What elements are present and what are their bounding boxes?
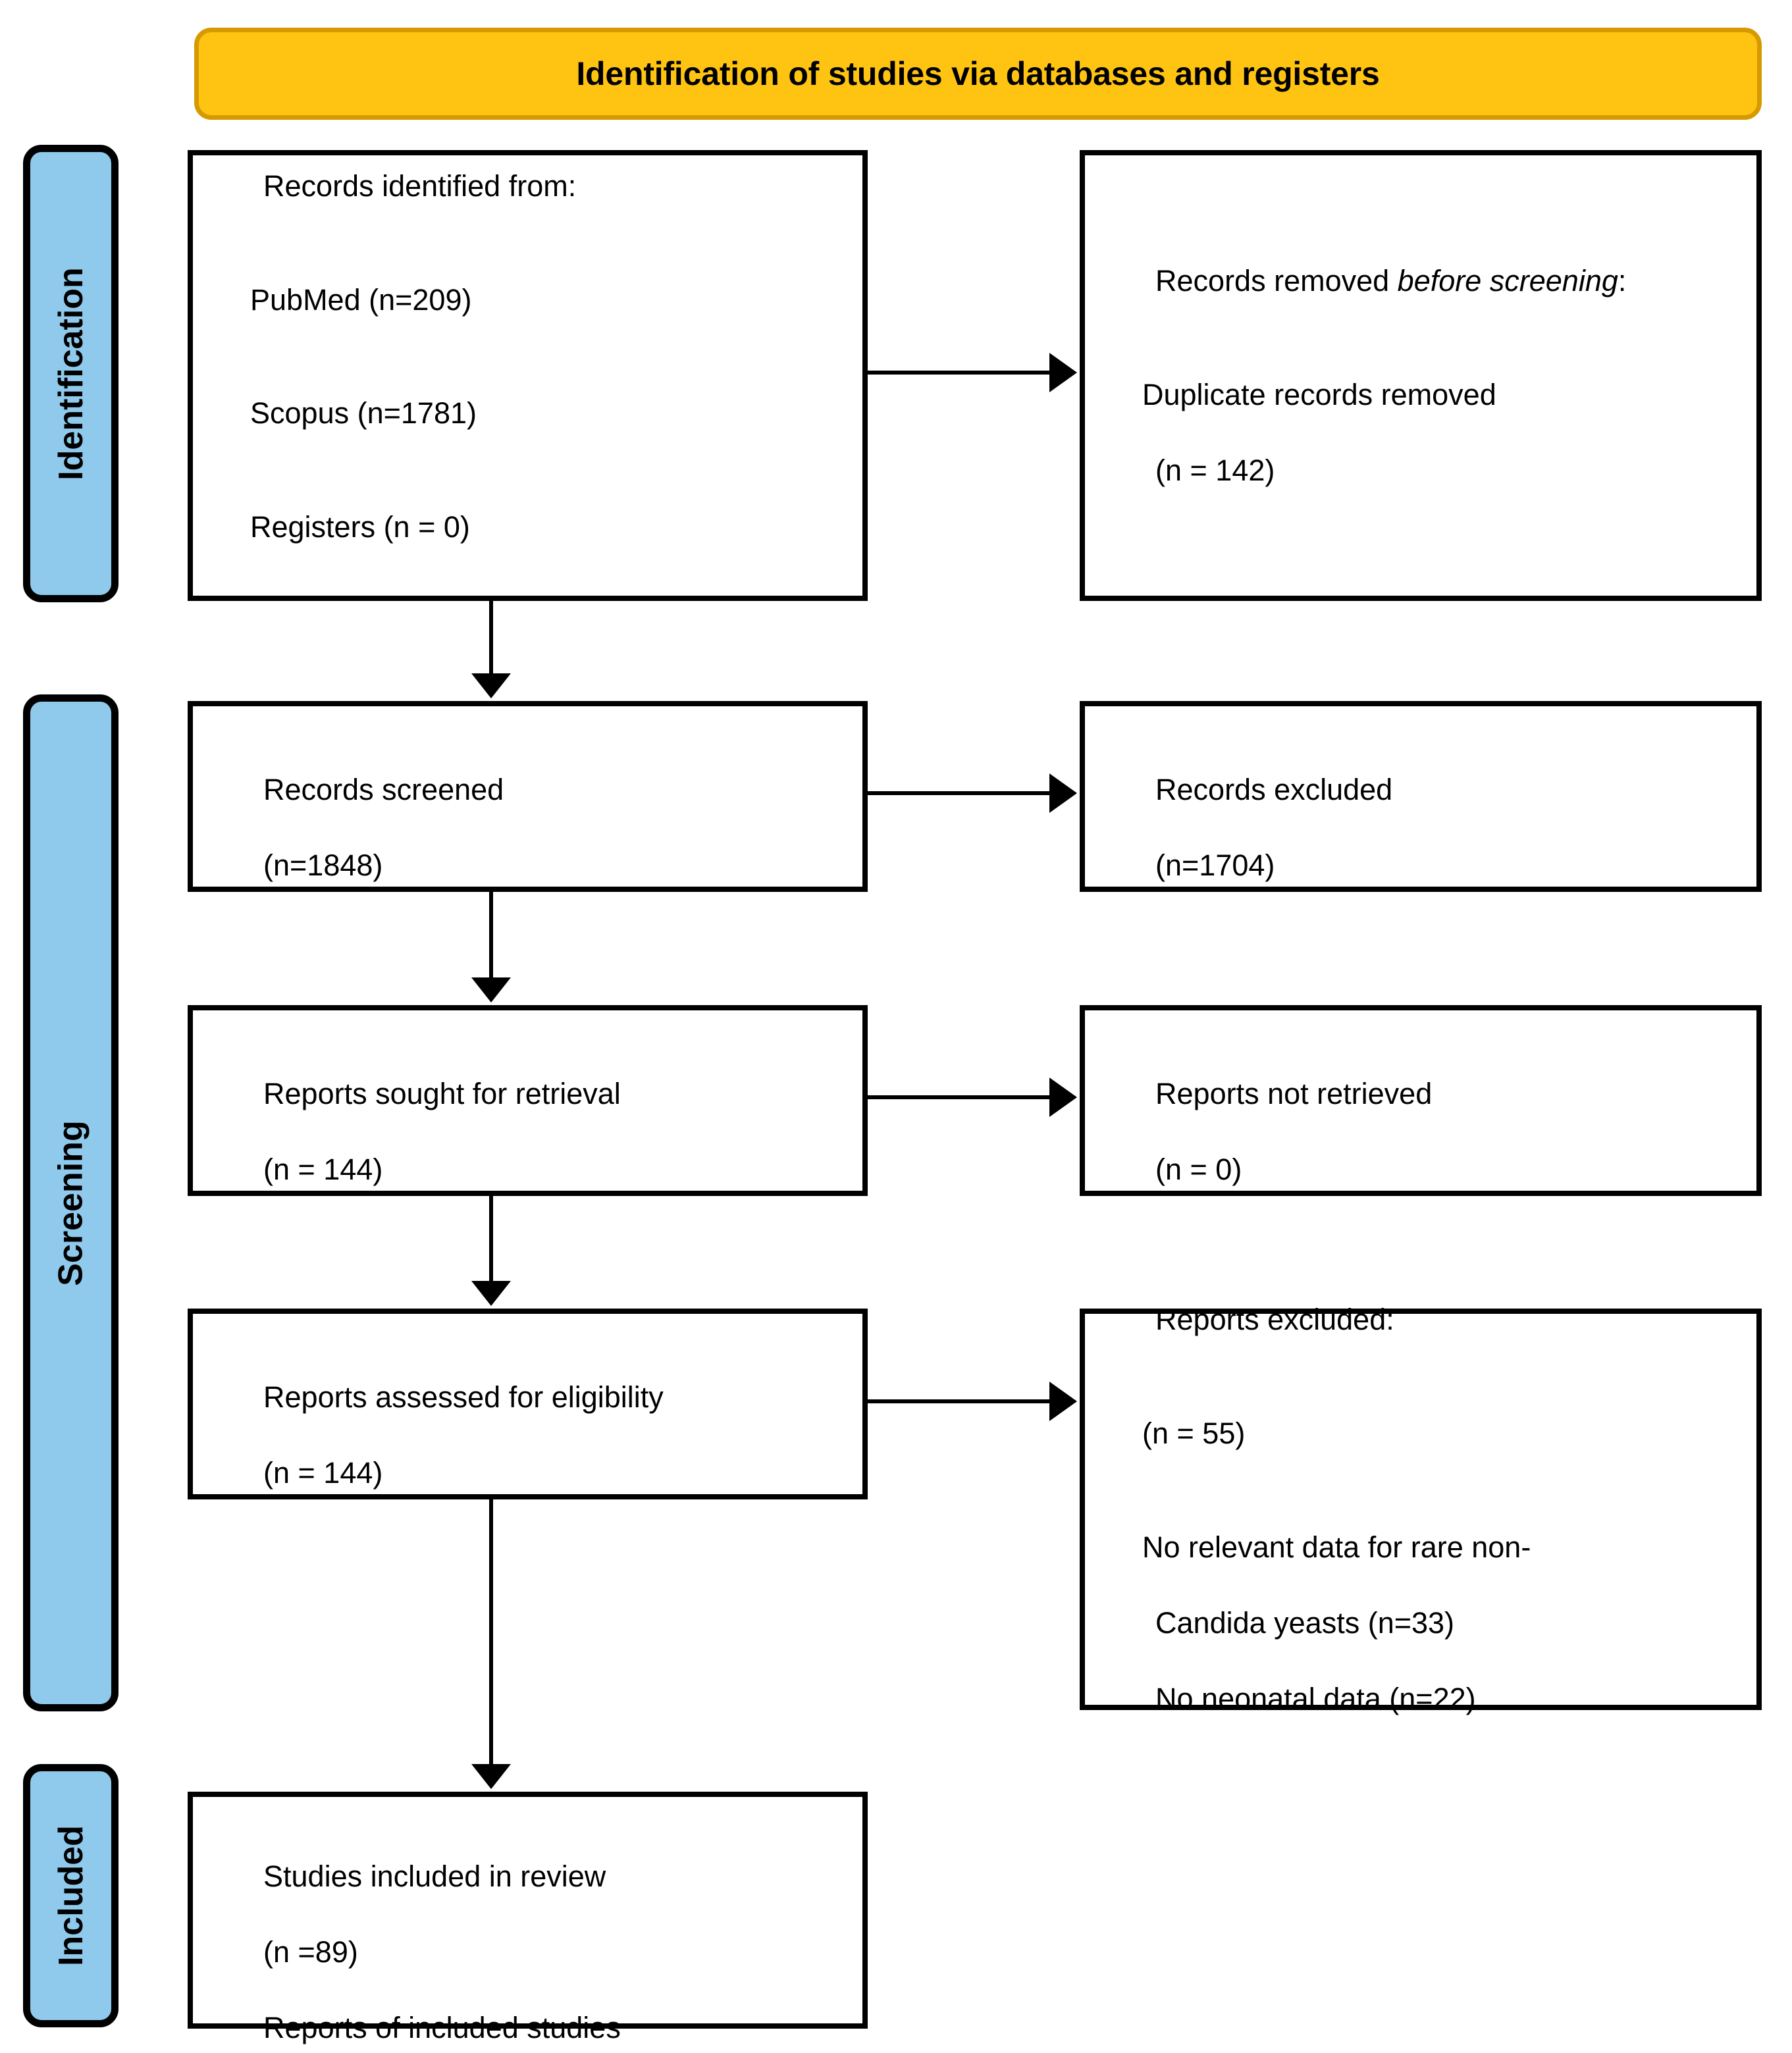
reports-excluded-count: (n = 55) xyxy=(1142,1416,1246,1451)
reports-excluded-reason1-a: No relevant data for rare non- xyxy=(1142,1530,1531,1564)
reports-excluded-label: Reports excluded: xyxy=(1155,1303,1394,1337)
arrow-screened-to-sought xyxy=(489,892,493,980)
arrow-assessed-to-reports-excluded xyxy=(868,1399,1051,1403)
reports-sought-label: Reports sought for retrieval xyxy=(263,1076,621,1110)
box-records-excluded-text: Records excluded (n=1704) xyxy=(1106,733,1735,922)
records-identified-scopus: Scopus (n=1781) xyxy=(250,396,477,430)
records-removed-line1-prefix: Records removed xyxy=(1155,263,1398,298)
box-records-screened: Records screened (n=1848) xyxy=(188,701,868,892)
box-records-identified: Records identified from: PubMed (n=209) … xyxy=(188,150,868,601)
reports-not-retrieved-label: Reports not retrieved xyxy=(1155,1076,1433,1110)
records-removed-line1-italic: before screening xyxy=(1397,263,1618,298)
reports-included-label: Reports of included studies xyxy=(263,2010,621,2044)
reports-assessed-label: Reports assessed for eligibility xyxy=(263,1380,664,1414)
records-identified-pubmed: PubMed (n=209) xyxy=(250,282,472,317)
box-reports-assessed-for-eligibility: Reports assessed for eligibility (n = 14… xyxy=(188,1309,868,1499)
box-reports-sought-text: Reports sought for retrieval (n = 144) xyxy=(214,1037,841,1226)
stage-label-screening: Screening xyxy=(23,694,119,1711)
stage-label-included: Included xyxy=(23,1764,119,2027)
stage-label-screening-text: Screening xyxy=(51,1120,90,1286)
stage-label-included-text: Included xyxy=(51,1825,90,1966)
header-banner: Identification of studies via databases … xyxy=(194,28,1762,120)
box-records-identified-text: Records identified from: PubMed (n=209) … xyxy=(214,129,841,622)
box-reports-not-retrieved-text: Reports not retrieved (n = 0) xyxy=(1106,1037,1735,1226)
arrow-identified-to-removed xyxy=(868,371,1051,375)
arrow-sought-to-not-retrieved xyxy=(868,1095,1051,1099)
arrow-identified-to-screened xyxy=(489,601,493,676)
records-excluded-count: (n=1704) xyxy=(1155,848,1275,882)
box-records-screened-text: Records screened (n=1848) xyxy=(214,733,841,922)
box-records-removed-text: Records removed before screening: Duplic… xyxy=(1106,224,1735,527)
records-identified-line1: Records identified from: xyxy=(263,169,577,203)
arrow-sought-to-assessed xyxy=(489,1196,493,1284)
records-screened-label: Records screened xyxy=(263,772,504,806)
records-removed-count: (n = 142) xyxy=(1155,453,1275,487)
records-excluded-label: Records excluded xyxy=(1155,772,1393,806)
box-studies-included-in-review: Studies included in review (n =89) Repor… xyxy=(188,1792,868,2044)
stage-label-identification-text: Identification xyxy=(51,267,90,481)
studies-included-label: Studies included in review xyxy=(263,1859,606,1893)
box-reports-assessed-text: Reports assessed for eligibility (n = 14… xyxy=(214,1340,841,1530)
records-removed-line1-suffix: : xyxy=(1618,263,1627,298)
banner-title: Identification of studies via databases … xyxy=(576,55,1380,92)
reports-excluded-reason2: No neonatal data (n=22) xyxy=(1155,1682,1476,1716)
box-records-excluded: Records excluded (n=1704) xyxy=(1080,701,1762,892)
records-screened-count: (n=1848) xyxy=(263,848,383,882)
records-identified-registers: Registers (n = 0) xyxy=(250,510,470,544)
arrow-screened-to-excluded xyxy=(868,791,1051,795)
box-reports-excluded-text: Reports excluded: (n = 55) No relevant d… xyxy=(1106,1263,1735,1756)
box-reports-excluded: Reports excluded: (n = 55) No relevant d… xyxy=(1080,1303,1762,1715)
records-removed-duplicates: Duplicate records removed xyxy=(1142,377,1496,411)
reports-not-retrieved-count: (n = 0) xyxy=(1155,1152,1242,1186)
stage-label-identification: Identification xyxy=(23,145,119,602)
reports-sought-count: (n = 144) xyxy=(263,1152,383,1186)
box-reports-sought-for-retrieval: Reports sought for retrieval (n = 144) xyxy=(188,1005,868,1196)
studies-included-count: (n =89) xyxy=(263,1935,358,1969)
arrow-assessed-to-included xyxy=(489,1499,493,1767)
reports-assessed-count: (n = 144) xyxy=(263,1455,383,1490)
box-reports-not-retrieved: Reports not retrieved (n = 0) xyxy=(1080,1005,1762,1196)
box-records-removed-before-screening: Records removed before screening: Duplic… xyxy=(1080,150,1762,601)
reports-excluded-reason1-b: Candida yeasts (n=33) xyxy=(1155,1605,1455,1640)
box-studies-included-text: Studies included in review (n =89) Repor… xyxy=(214,1819,841,2053)
